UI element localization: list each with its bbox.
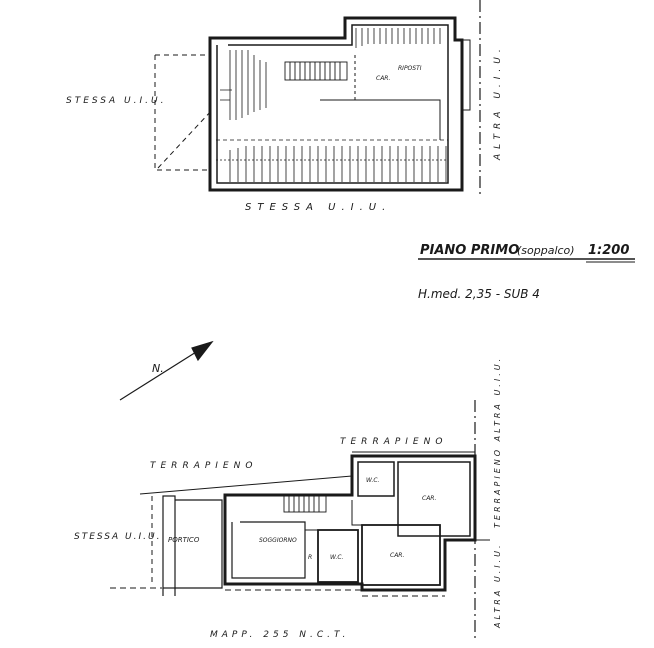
plan-title: PIANO PRIMO bbox=[420, 243, 519, 258]
room-soggiorno: SOGGIORNO bbox=[259, 537, 297, 544]
room-car-lower: CAR. bbox=[390, 552, 404, 559]
north-label: N. bbox=[152, 362, 164, 375]
upper-floor-plan bbox=[154, 0, 481, 195]
lower-left-label: STESSA U.I.U. bbox=[74, 532, 161, 542]
room-r: R bbox=[308, 554, 312, 561]
upper-stair bbox=[284, 61, 348, 81]
lower-bottom-label: MAPP. 255 N.C.T. bbox=[210, 630, 349, 640]
room-portico: PORTICO bbox=[168, 536, 200, 544]
lower-right-label-bottom: ALTRA U.I.U. bbox=[493, 542, 502, 629]
portico-outline bbox=[162, 495, 223, 596]
upper-room-car: CAR. bbox=[376, 75, 390, 82]
room-car-upper: CAR. bbox=[422, 495, 436, 502]
upper-bottom-label: STESSA U.I.U. bbox=[245, 202, 391, 213]
plan-scale: 1:200 bbox=[588, 243, 629, 258]
lower-stair bbox=[283, 495, 327, 513]
room-wc-lower: W.C. bbox=[330, 554, 344, 561]
lower-top-label-left: TERRAPIENO bbox=[150, 461, 257, 471]
north-arrow bbox=[119, 340, 214, 401]
plan-info: H.med. 2,35 - SUB 4 bbox=[418, 287, 540, 301]
upper-left-label: STESSA U.I.U. bbox=[66, 96, 166, 106]
lower-floor-plan bbox=[110, 400, 490, 640]
roof-hatching bbox=[216, 28, 448, 182]
upper-right-label: ALTRA U.I.U. bbox=[493, 44, 503, 161]
lower-right-label: TERRAPIENO ALTRA U.I.U. bbox=[493, 356, 502, 528]
room-wc-upper: W.C. bbox=[366, 477, 380, 484]
upper-room-riposti: RIPOSTI bbox=[398, 65, 422, 72]
room-wc-upper-outline bbox=[357, 461, 395, 497]
plan-subtitle: (soppalco) bbox=[517, 244, 575, 257]
lower-top-label-right: TERRAPIENO bbox=[340, 437, 447, 447]
